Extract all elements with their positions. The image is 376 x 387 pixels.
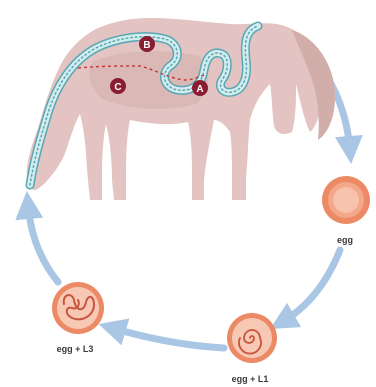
marker-c: C	[110, 78, 126, 94]
marker-b: B	[139, 36, 155, 52]
egg-stage: egg	[322, 176, 370, 245]
egg-l1-stage: egg + L1	[227, 313, 277, 384]
marker-a: A	[192, 80, 208, 96]
egg-l1-label: egg + L1	[232, 374, 269, 384]
svg-text:A: A	[196, 84, 203, 95]
arrow-egg-to-l1	[282, 250, 340, 322]
arrow-l3-to-horse	[28, 205, 58, 282]
egg-l3-label: egg + L3	[57, 344, 94, 354]
svg-text:C: C	[114, 82, 121, 93]
horse-silhouette	[27, 18, 335, 200]
svg-text:B: B	[143, 40, 150, 51]
egg-label: egg	[337, 235, 353, 245]
egg-l3-stage: egg + L3	[52, 282, 104, 354]
arrow-l1-to-l3	[112, 328, 224, 348]
